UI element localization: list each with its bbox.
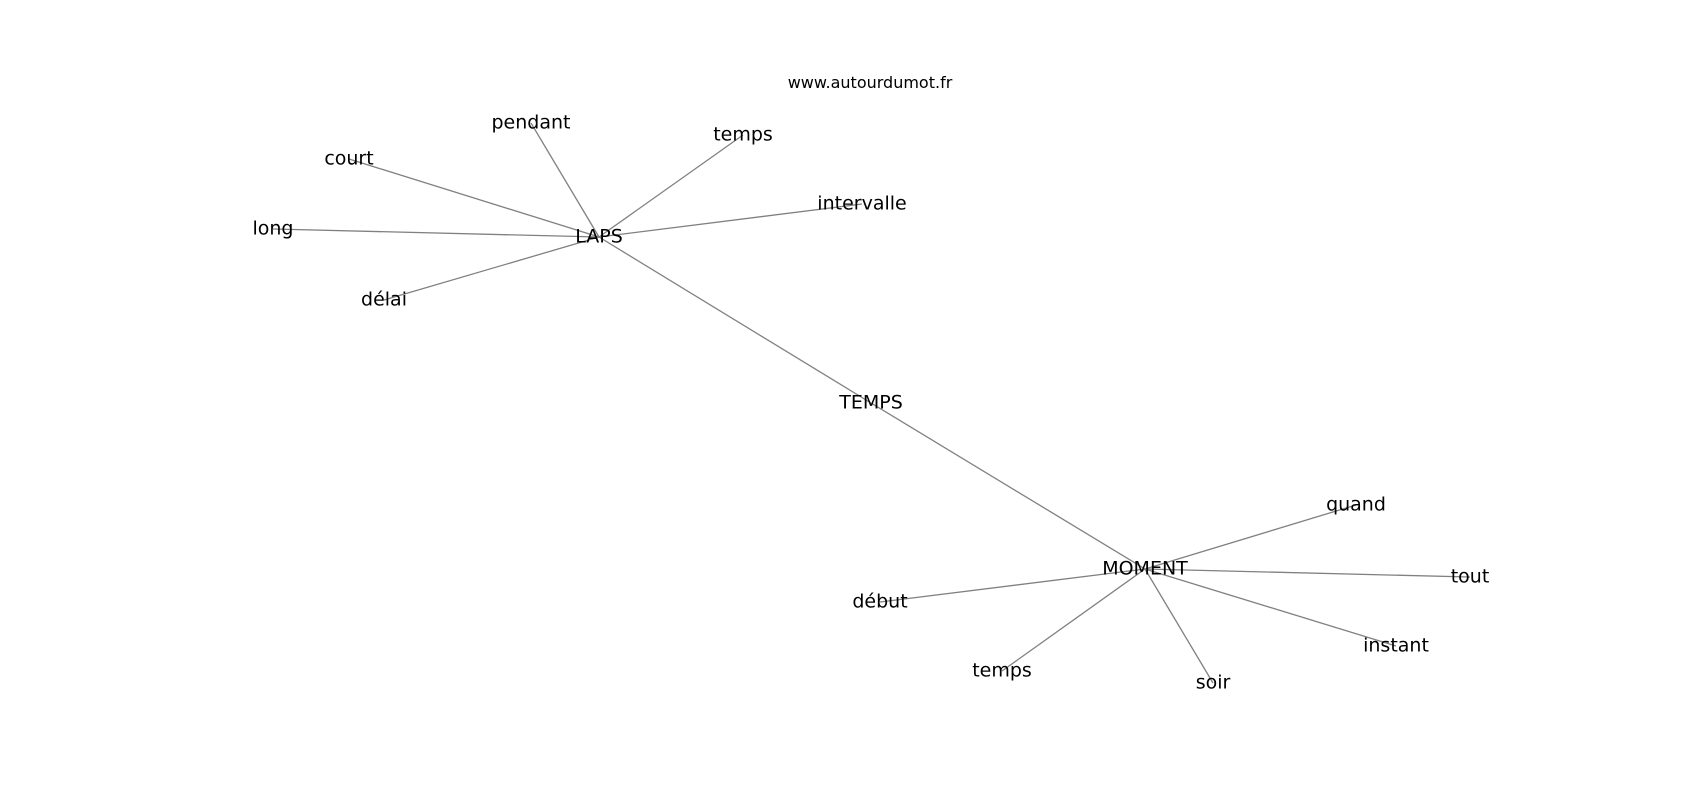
node-temps-moment: temps bbox=[972, 660, 1032, 682]
edge-moment-soir bbox=[1144, 568, 1214, 684]
edge-laps-pendant bbox=[530, 122, 600, 238]
node-intervalle: intervalle bbox=[817, 193, 906, 215]
edge-laps-temps-laps bbox=[598, 134, 744, 238]
node-tout: tout bbox=[1451, 566, 1490, 588]
edges-layer bbox=[272, 122, 1471, 684]
node-laps: LAPS bbox=[575, 226, 623, 248]
edge-laps-delai bbox=[383, 236, 600, 301]
node-delai: délai bbox=[361, 289, 407, 311]
edge-moment-debut bbox=[879, 568, 1146, 603]
edge-moment-tout bbox=[1144, 568, 1471, 578]
node-pendant: pendant bbox=[492, 112, 571, 134]
edge-moment-instant bbox=[1144, 568, 1397, 647]
edge-moment-quand bbox=[1144, 504, 1357, 570]
node-debut: début bbox=[852, 591, 907, 613]
labels-layer: www.autourdumot.fr TEMPS LAPS MOMENT pen… bbox=[252, 73, 1489, 694]
edge-moment-temps-moment bbox=[1001, 568, 1146, 672]
node-temps-laps: temps bbox=[713, 124, 773, 146]
node-instant: instant bbox=[1363, 635, 1429, 657]
edge-laps-intervalle bbox=[598, 203, 863, 238]
node-long: long bbox=[252, 218, 293, 240]
node-soir: soir bbox=[1196, 672, 1231, 694]
node-moment: MOMENT bbox=[1102, 558, 1188, 580]
edge-laps-court bbox=[348, 158, 600, 238]
edge-temps-center-moment bbox=[870, 402, 1146, 570]
node-temps-center: TEMPS bbox=[838, 392, 903, 414]
node-court: court bbox=[324, 148, 373, 170]
node-quand: quand bbox=[1326, 494, 1386, 516]
watermark-text: www.autourdumot.fr bbox=[788, 73, 953, 92]
edge-temps-center-laps bbox=[598, 236, 872, 404]
edge-laps-long bbox=[272, 228, 600, 238]
